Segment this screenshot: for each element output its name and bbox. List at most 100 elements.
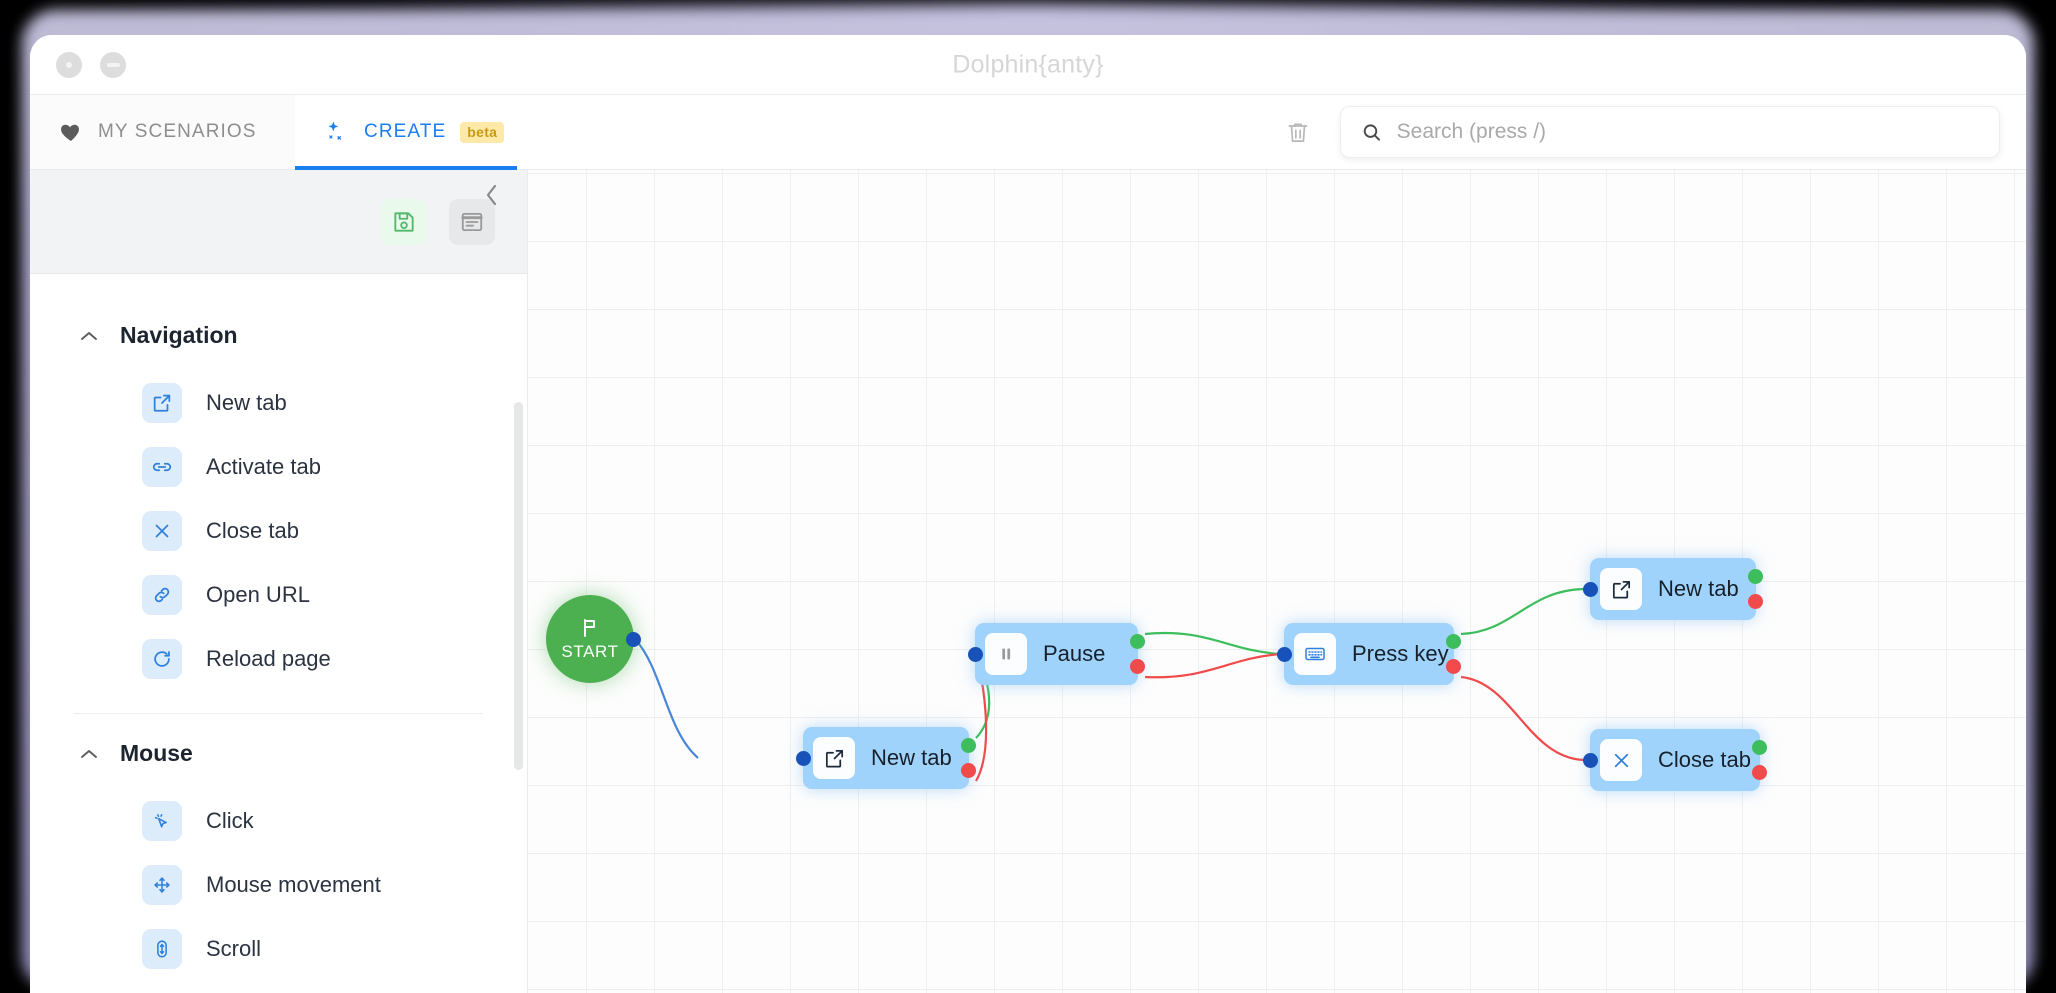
notes-button[interactable] [449,198,495,245]
sidebar-item-mouse-movement[interactable]: Mouse movement [30,853,527,917]
chain-link-icon [142,575,182,615]
edge-layer [634,587,1585,782]
port-in[interactable] [1583,582,1598,597]
external-link-icon [142,383,182,423]
sidebar-item-new-tab[interactable]: New tab [30,371,527,435]
sidebar-action-list[interactable]: Navigation New tab [30,274,527,993]
scroll-icon [142,929,182,969]
sidebar-item-new-tab-label: New tab [206,390,287,415]
sidebar-collapse-button[interactable] [477,180,507,210]
sidebar-item-close-tab[interactable]: Close tab [30,499,527,563]
port-error[interactable] [1752,765,1767,780]
search-icon [1363,123,1381,141]
sidebar-scrollbar-thumb[interactable] [514,402,523,770]
port-error[interactable] [1130,659,1145,674]
canvas-node-label: Close tab [1658,747,1751,772]
canvas-node-pause[interactable]: Pause [968,623,1145,685]
window-dot-button[interactable] [56,51,82,78]
port-success[interactable] [961,738,976,753]
canvas-node-start[interactable]: START [546,595,641,683]
sidebar-item-open-url[interactable]: Open URL [30,563,527,627]
sparkle-icon [328,120,342,140]
canvas-node-press-key[interactable]: Press key [1277,623,1461,685]
close-x-icon [1600,739,1642,781]
pause-icon [985,633,1027,675]
canvas-node-close-tab[interactable]: Close tab [1583,729,1767,791]
cursor-click-icon [142,801,182,841]
sidebar-item-click[interactable]: Click [30,789,527,853]
tab-create-label: CREATE [364,121,447,142]
close-x-icon [142,511,182,551]
sidebar-item-scroll[interactable]: Scroll [30,917,527,981]
sidebar-item-close-tab-label: Close tab [206,518,299,543]
app-window: Dolphin{anty} MY SCENARIOS CREATE beta [30,35,2026,993]
sidebar-item-reload-page-label: Reload page [206,646,331,671]
external-link-icon [1600,568,1642,610]
port-error[interactable] [1446,659,1461,674]
canvas-node-new-tab-1[interactable]: New tab [796,727,976,789]
heart-icon [61,124,79,141]
keyboard-icon [1294,633,1336,675]
port-success[interactable] [1130,634,1145,649]
reload-icon [142,639,182,679]
sidebar-item-reload-page[interactable]: Reload page [30,627,527,691]
tabbar-actions [1278,95,2026,169]
trash-icon [1288,123,1308,142]
search-input[interactable] [1396,120,1979,144]
save-scenario-button[interactable] [381,198,427,245]
sidebar-item-activate-tab[interactable]: Activate tab [30,435,527,499]
sidebar: Navigation New tab [30,170,528,993]
sidebar-group-mouse-title: Mouse [120,740,193,766]
window-controls [56,51,126,78]
port-in[interactable] [1583,753,1598,768]
canvas-node-label: New tab [871,745,952,770]
sidebar-group-navigation-title: Navigation [120,322,238,348]
canvas-node-label: New tab [1658,576,1739,601]
canvas-node-new-tab-2[interactable]: New tab [1583,558,1763,620]
chevron-up-icon [81,331,97,340]
sidebar-item-open-url-label: Open URL [206,582,310,607]
canvas-node-label: Pause [1043,641,1106,666]
sidebar-group-mouse[interactable]: Mouse [30,718,527,789]
port-in[interactable] [1277,647,1292,662]
port-in[interactable] [968,647,983,662]
sidebar-item-click-label: Click [206,808,254,833]
edge-presskey-ok-to-newtab2 [1460,587,1585,636]
port-success[interactable] [1752,740,1767,755]
titlebar: Dolphin{anty} [30,35,2026,95]
app-body: Navigation New tab [30,170,2026,993]
canvas-node-start-label: START [561,642,619,661]
port-in[interactable] [796,751,811,766]
delete-button[interactable] [1278,112,1318,152]
sidebar-toolbar [30,170,527,274]
scenario-canvas[interactable]: START New tab [528,170,2026,993]
sidebar-group-navigation[interactable]: Navigation [30,300,527,371]
search-box[interactable] [1340,106,2000,158]
tab-create[interactable]: CREATE beta [295,95,517,170]
tabbar: MY SCENARIOS CREATE beta [30,95,2026,170]
sidebar-divider [74,713,483,714]
edge-pause-ok-to-presskey [1144,632,1282,656]
port-start-out[interactable] [626,632,641,647]
sidebar-item-scroll-label: Scroll [206,936,262,961]
port-success[interactable] [1446,634,1461,649]
edge-presskey-err-to-closetab [1460,675,1585,762]
note-document-icon [461,212,483,231]
tab-my-scenarios[interactable]: MY SCENARIOS [30,95,295,169]
save-disk-icon [394,211,414,232]
flag-icon [584,619,595,637]
port-error[interactable] [961,763,976,778]
window-minimize-button[interactable] [100,51,126,78]
tab-my-scenarios-label: MY SCENARIOS [98,121,257,142]
edge-start-to-newtab [634,638,699,759]
move-arrows-icon [142,865,182,905]
external-link-icon [813,737,855,779]
tab-create-badge: beta [460,121,505,143]
link-horizontal-icon [142,447,182,487]
port-error[interactable] [1748,594,1763,609]
window-title: Dolphin{anty} [952,50,1104,78]
chevron-left-icon [486,184,497,206]
sidebar-item-mouse-movement-label: Mouse movement [206,872,381,897]
port-success[interactable] [1748,569,1763,584]
